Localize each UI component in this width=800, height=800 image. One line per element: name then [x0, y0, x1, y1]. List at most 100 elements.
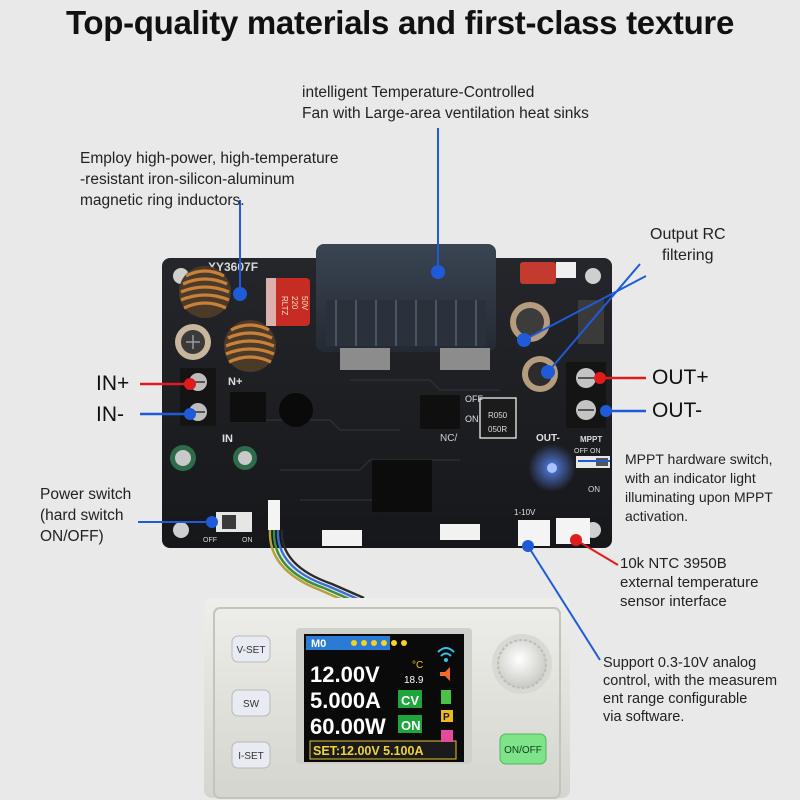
callout-inductor-line: magnetic ring inductors.	[80, 192, 245, 209]
sw-button-label[interactable]: SW	[243, 699, 260, 710]
cap-rating: 220	[290, 296, 299, 310]
callout-analog: Support 0.3-10V analog control, with the…	[603, 654, 777, 726]
iset-button-label[interactable]: I-SET	[238, 751, 264, 762]
lcd-screen	[296, 628, 472, 764]
out-minus-arrow	[600, 405, 646, 417]
buzzer	[279, 393, 313, 427]
res-label-1: R050	[488, 411, 508, 420]
connector-2	[440, 524, 480, 540]
lcd-set-line: SET:12.00V 5.100A	[313, 744, 424, 758]
inductor-top	[179, 266, 231, 318]
callout-inductor: Employ high-power, high-temperature -res…	[80, 148, 338, 211]
callout-mppt-line: illuminating upon MPPT	[625, 489, 773, 505]
callout-analog-line: ent range configurable	[603, 691, 748, 707]
encoder-knob[interactable]	[492, 634, 552, 694]
cooling-fan	[316, 244, 496, 370]
out-plus-arrow	[594, 372, 646, 384]
callout-power-switch: Power switch (hard switch ON/OFF)	[40, 484, 131, 547]
board-in-plus-label: N+	[228, 376, 242, 388]
mppt-on-label: ON	[588, 485, 600, 494]
callout-mppt: MPPT hardware switch, with an indicator …	[625, 450, 773, 526]
board-model-label: XY3607F	[208, 260, 258, 274]
ribbon-cable	[268, 529, 365, 606]
callout-ntc-line: 10k NTC 3950B	[620, 555, 727, 572]
callout-power-line: Power switch	[40, 486, 132, 503]
lcd-power: 60.00W	[310, 714, 386, 739]
battery-icon	[441, 690, 451, 704]
in-plus-label: IN+	[96, 372, 130, 395]
analog-port-label: 1-10V	[514, 508, 536, 517]
in-plus-arrow	[140, 378, 196, 390]
lock-icon	[441, 730, 453, 742]
board-nc-label: NC/	[440, 433, 457, 444]
callout-analog-line: control, with the measurem	[603, 673, 778, 689]
callout-power-line: ON/OFF)	[40, 528, 104, 545]
onoff-button-shape[interactable]	[499, 733, 547, 765]
callout-ntc-line: external temperature	[620, 574, 759, 591]
mppt-offon-label: OFF ON	[574, 448, 600, 455]
callout-lines	[138, 128, 647, 661]
inductor-bottom	[224, 320, 276, 372]
sw-off-label: OFF	[203, 537, 217, 544]
fan-connector	[556, 262, 576, 278]
board-on-label: ON	[465, 414, 479, 424]
out-minus-label: OUT-	[652, 399, 703, 422]
callout-analog-line: via software.	[603, 709, 685, 725]
lcd-voltage: 12.00V	[310, 662, 380, 687]
callout-inductor-line: Employ high-power, high-temperature	[80, 150, 339, 167]
small-red-cap	[520, 262, 556, 284]
green-capacitor-1	[170, 445, 196, 471]
ic-chip-1	[230, 392, 266, 422]
res-label-2: 050R	[488, 425, 507, 434]
lcd-cv: CV	[401, 693, 419, 708]
cap-brand: RLTZ	[280, 296, 289, 316]
connector-1	[322, 530, 362, 546]
cap-voltage: 50V	[300, 296, 309, 311]
power-hard-switch: OFF ON	[203, 512, 253, 544]
lcd-temp-unit: °C	[412, 660, 423, 671]
lcd-on: ON	[401, 718, 421, 733]
sw-button-shape[interactable]	[231, 689, 271, 717]
onoff-button-label[interactable]: ON/OFF	[504, 745, 542, 756]
wifi-icon	[437, 647, 455, 662]
board-in-label: IN	[222, 433, 233, 445]
vset-button-label[interactable]: V-SET	[237, 645, 266, 656]
iset-button-shape[interactable]	[231, 741, 271, 769]
lcd-temp: 18.9	[404, 675, 424, 686]
callout-mppt-line: activation.	[625, 508, 689, 524]
mppt-label: MPPT	[580, 435, 602, 444]
callout-fan: intelligent Temperature-Controlled Fan w…	[302, 82, 589, 124]
callout-mppt-line: MPPT hardware switch,	[625, 451, 773, 467]
analog-port	[518, 520, 550, 546]
callout-analog-line: Support 0.3-10V analog	[603, 655, 757, 671]
callout-rc-filter: Output RC filtering	[650, 224, 726, 266]
callout-ntc: 10k NTC 3950B external temperature senso…	[620, 554, 758, 611]
callout-mppt-line: with an indicator light	[625, 470, 756, 486]
board-off-label: OFF	[465, 394, 483, 404]
in-minus-arrow	[140, 408, 196, 420]
lcd-mode: M0	[311, 638, 326, 650]
vset-button-shape[interactable]	[231, 635, 271, 663]
callout-fan-line: Fan with Large-area ventilation heat sin…	[302, 105, 589, 122]
green-capacitor-2	[233, 446, 257, 470]
out-terminal-block	[566, 362, 606, 428]
headline: Top-quality materials and first-class te…	[65, 4, 735, 41]
callout-inductor-line: -resistant iron-silicon-aluminum	[80, 171, 295, 188]
board-out-minus-label: OUT-	[536, 433, 560, 444]
p-box-icon	[441, 710, 453, 722]
relay-box	[479, 397, 517, 439]
callout-dots	[206, 265, 582, 552]
callout-rc-line: filtering	[662, 247, 714, 264]
callout-fan-line: intelligent Temperature-Controlled	[302, 84, 535, 101]
callout-rc-line: Output RC	[650, 226, 726, 243]
sw-on-label: ON	[242, 537, 253, 544]
callout-power-line: (hard switch	[40, 507, 124, 524]
small-capacitor-left	[175, 324, 211, 360]
lcd-p: P	[443, 712, 450, 723]
lcd-current: 5.000A	[310, 688, 381, 713]
speaker-icon	[440, 667, 450, 681]
callout-ntc-line: sensor interface	[620, 593, 727, 610]
out-plus-label: OUT+	[652, 366, 709, 389]
pcb-board: XY3607F N+ IN OUT- NC/	[162, 258, 612, 548]
